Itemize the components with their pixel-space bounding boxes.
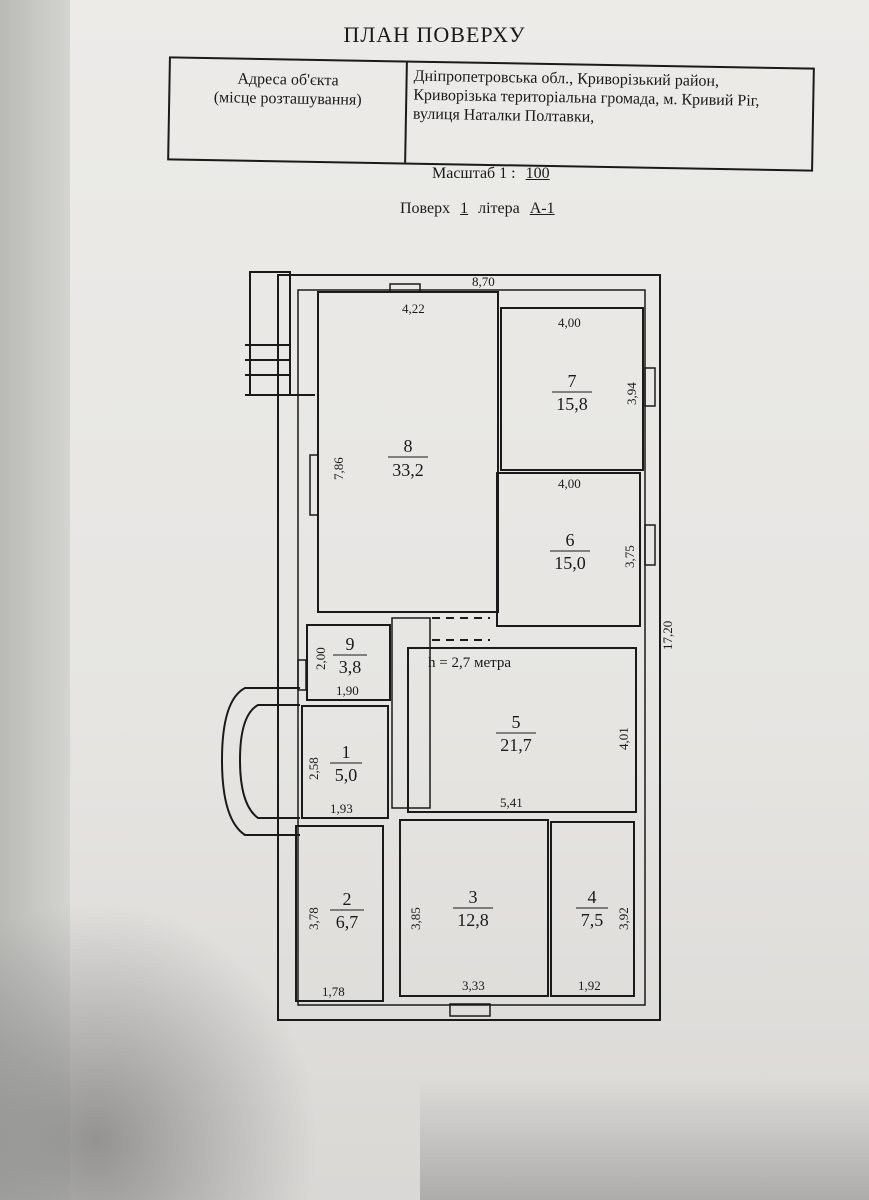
room-area: 3,8 xyxy=(339,657,362,677)
room-9 xyxy=(306,624,391,701)
room-width: 3,33 xyxy=(462,978,485,993)
room-1 xyxy=(301,705,389,819)
room-width: 1,78 xyxy=(322,984,345,999)
room-length: 4,01 xyxy=(616,727,631,750)
scale-line: Масштаб 1 : 100 xyxy=(432,165,556,183)
room-length: 3,94 xyxy=(624,382,639,405)
page-title: ПЛАН ПОВЕРХУ xyxy=(343,22,526,47)
room-length: 2,00 xyxy=(313,647,328,670)
room-length: 3,75 xyxy=(622,545,637,568)
room-area: 15,8 xyxy=(556,394,588,414)
dimension-labels: 8,70 17,20 h = 2,7 метра xyxy=(428,274,675,671)
outer-wall xyxy=(277,274,661,1021)
corridor xyxy=(391,617,431,809)
room-length: 7,86 xyxy=(331,457,346,480)
overall-width: 8,70 xyxy=(472,274,495,289)
room-number: 7 xyxy=(568,371,577,391)
room-area: 7,5 xyxy=(581,910,604,930)
room-width: 1,93 xyxy=(330,801,353,816)
room-number: 8 xyxy=(404,436,413,456)
background-edge xyxy=(0,0,80,1200)
room-number: 5 xyxy=(512,712,521,732)
room-length: 2,58 xyxy=(306,757,321,780)
room-number: 3 xyxy=(469,887,478,907)
scale-label: Масштаб 1 : xyxy=(432,165,516,182)
room-3 xyxy=(399,819,549,997)
room-6 xyxy=(496,472,641,627)
floor-label: Поверх xyxy=(400,200,451,217)
room-4 xyxy=(550,821,635,997)
room-7 xyxy=(500,307,644,471)
litera-label: літера xyxy=(478,200,520,217)
room-length: 3,92 xyxy=(616,907,631,930)
litera-value: А-1 xyxy=(529,200,555,217)
room-2 xyxy=(295,825,384,1002)
photo-shadow xyxy=(420,1080,869,1200)
room-width: 4,00 xyxy=(558,476,581,491)
room-number: 1 xyxy=(342,742,351,762)
room-width: 5,41 xyxy=(500,795,523,810)
scale-value: 100 xyxy=(525,165,550,182)
stairs xyxy=(245,271,315,396)
room-length: 3,78 xyxy=(306,907,321,930)
overall-length: 17,20 xyxy=(660,621,675,650)
room-number: 2 xyxy=(343,889,352,909)
room-number: 9 xyxy=(346,634,355,654)
inner-wall-line xyxy=(297,289,646,1006)
room-area: 15,0 xyxy=(554,553,586,573)
room-area: 33,2 xyxy=(392,460,424,480)
room-width: 1,90 xyxy=(336,683,359,698)
porch xyxy=(220,687,300,836)
floor-value: 1 xyxy=(460,200,469,217)
windows xyxy=(297,283,656,1017)
room-width: 4,22 xyxy=(402,301,425,316)
room-area: 21,7 xyxy=(500,735,532,755)
room-5 xyxy=(407,647,637,813)
room-area: 6,7 xyxy=(336,912,359,932)
floor-line: Поверх 1 літера А-1 xyxy=(400,200,561,218)
room-number: 4 xyxy=(588,887,597,907)
room-area: 5,0 xyxy=(335,765,358,785)
room-length: 3,85 xyxy=(408,907,423,930)
room-width: 4,00 xyxy=(558,315,581,330)
document-page xyxy=(70,0,869,1200)
room-area: 12,8 xyxy=(457,910,489,930)
ceiling-height: h = 2,7 метра xyxy=(428,655,511,671)
room-number: 6 xyxy=(566,530,575,550)
room-width: 1,92 xyxy=(578,978,601,993)
photo-shadow xyxy=(0,900,320,1200)
room-labels: 4,22 7,86 8 33,2 4,00 3,94 7 15,8 4,00 3… xyxy=(306,301,639,999)
